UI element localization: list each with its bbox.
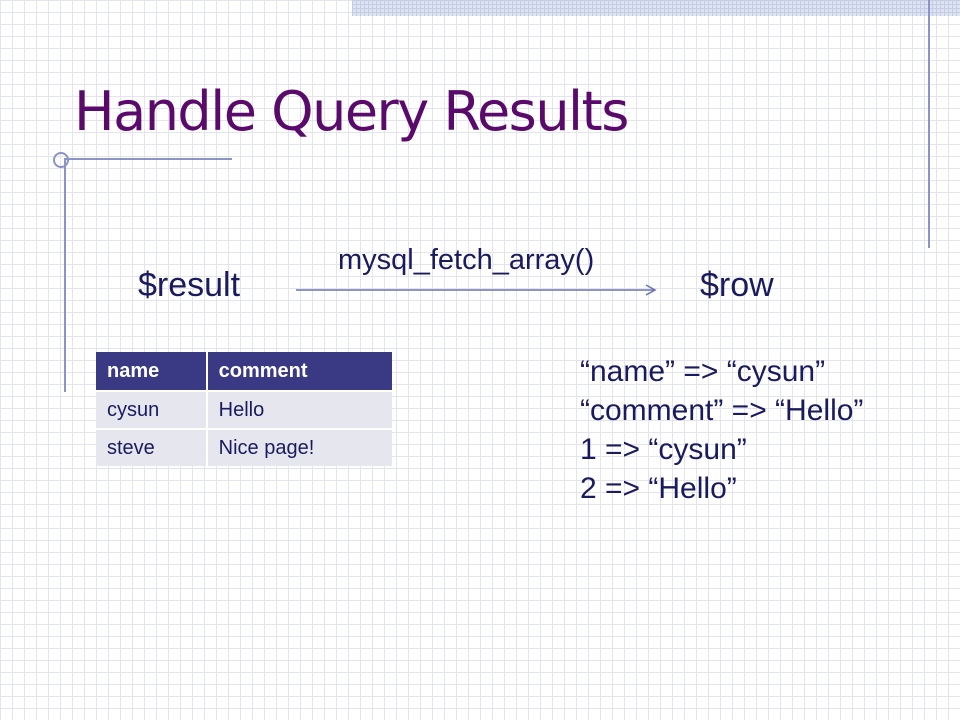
table-header-row: name comment (96, 352, 392, 391)
table-cell: cysun (96, 390, 208, 429)
function-label: mysql_fetch_array() (338, 244, 595, 276)
row-values-list: “name” => “cysun” “comment” => “Hello” 1… (580, 352, 863, 508)
table-row: steve Nice page! (96, 428, 392, 466)
top-band-decoration (352, 0, 960, 16)
result-variable-label: $result (138, 266, 241, 304)
table-row: cysun Hello (96, 390, 392, 429)
table-cell: steve (96, 428, 208, 466)
left-rule-decoration (64, 158, 66, 392)
column-header-comment: comment (206, 352, 392, 391)
title-underline (64, 158, 232, 160)
right-rule-decoration (928, 0, 930, 248)
table-cell: Nice page! (206, 428, 392, 466)
row-value-line: “comment” => “Hello” (580, 394, 864, 427)
row-value-line: 2 => “Hello” (580, 472, 737, 505)
slide-title: Handle Query Results (74, 80, 629, 143)
row-variable-label: $row (700, 266, 774, 304)
result-table: name comment cysun Hello steve Nice page… (96, 352, 392, 466)
row-value-line: “name” => “cysun” (580, 355, 826, 388)
arrow-right-icon (296, 284, 657, 296)
ring-decoration (53, 152, 69, 168)
row-value-line: 1 => “cysun” (580, 433, 747, 466)
column-header-name: name (96, 352, 208, 391)
table-cell: Hello (206, 390, 392, 429)
